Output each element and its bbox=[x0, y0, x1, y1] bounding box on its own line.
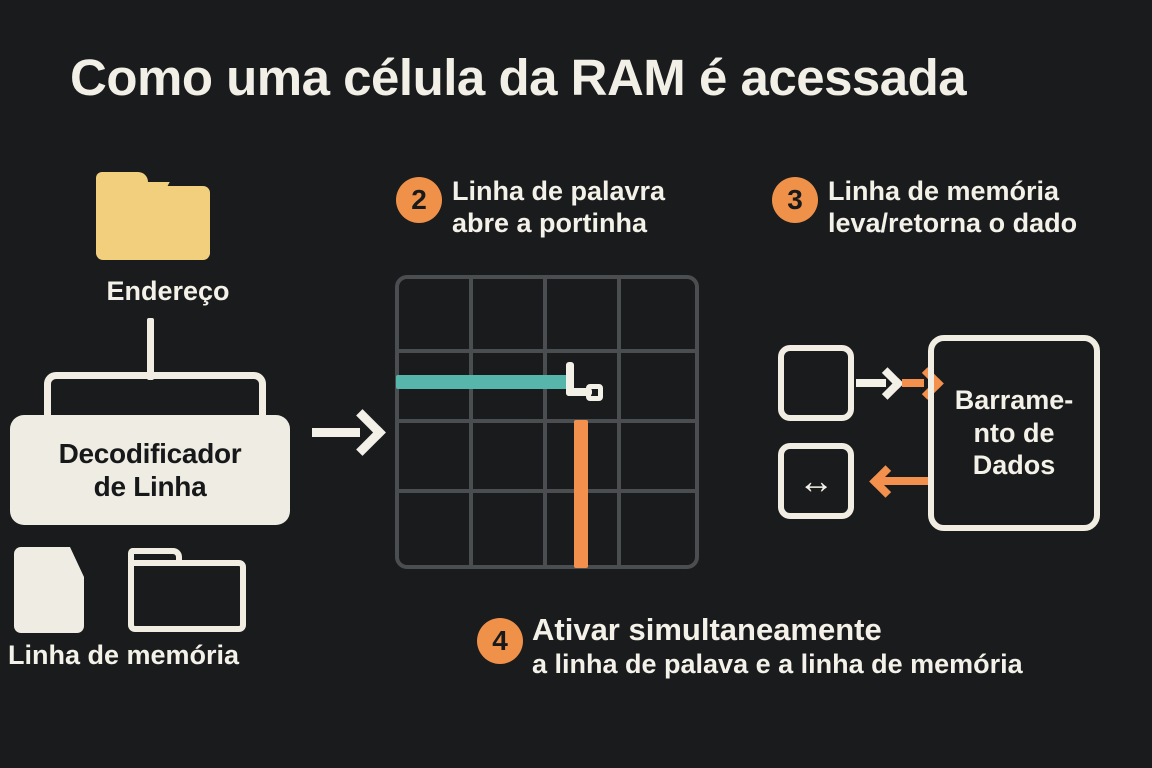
step2-line1: Linha de palavra bbox=[452, 176, 666, 206]
folder-outline-body bbox=[128, 560, 246, 632]
selected-cell-marker-icon bbox=[566, 362, 608, 408]
step3-line2: leva/retorna o dado bbox=[828, 207, 1078, 238]
arrow-shaft bbox=[312, 428, 360, 437]
arrow-shaft bbox=[902, 379, 924, 387]
grid-hline bbox=[399, 489, 695, 493]
memory-row-label: Linha de memória bbox=[8, 640, 240, 670]
arrow-head bbox=[869, 465, 902, 498]
folder-icon-tab bbox=[96, 172, 148, 192]
address-connector-line bbox=[147, 318, 154, 380]
step-caption-4: Ativar simultaneamente a linha de palava… bbox=[532, 612, 1112, 680]
folder-icon bbox=[96, 172, 210, 260]
white-arrow-icon bbox=[856, 367, 904, 400]
step-caption-2: Linha de palavra abre a portinha bbox=[452, 176, 732, 240]
step4-line2: a linha de palava e a linha de memória bbox=[532, 648, 1023, 679]
memory-cell-grid bbox=[395, 275, 699, 569]
word-line bbox=[396, 375, 568, 389]
bus-label-line1: Barrame- bbox=[954, 385, 1074, 416]
cell-marker-vertical bbox=[566, 362, 574, 396]
page-title: Como uma célula da RAM é acessada bbox=[70, 49, 967, 106]
orange-arrow-icon bbox=[902, 367, 944, 400]
cell-marker-square bbox=[586, 384, 603, 401]
grid-hline bbox=[399, 349, 695, 353]
orange-return-arrow-icon bbox=[862, 465, 932, 498]
decoder-label-line1: Decodificador bbox=[58, 437, 242, 469]
data-input-square bbox=[778, 345, 854, 421]
cell-marker-horizontal bbox=[566, 388, 592, 396]
arrow-head bbox=[871, 367, 904, 400]
bit-line bbox=[574, 420, 588, 568]
grid-hline bbox=[399, 419, 695, 423]
bus-label-line3: Dados bbox=[972, 450, 1056, 481]
bidirectional-square: ↔ bbox=[778, 443, 854, 519]
arrow-shaft bbox=[856, 379, 886, 387]
folder-outline-icon bbox=[128, 548, 246, 632]
row-decoder-box: Decodificador de Linha bbox=[10, 415, 290, 525]
step2-line2: abre a portinha bbox=[452, 207, 648, 238]
arrow-head bbox=[339, 409, 386, 456]
step-badge-2: 2 bbox=[396, 177, 442, 223]
step3-line1: Linha de memória bbox=[828, 176, 1060, 206]
arrow-shaft bbox=[876, 477, 932, 485]
bus-label-line2: nto de bbox=[973, 417, 1055, 448]
step-badge-3: 3 bbox=[772, 177, 818, 223]
step-badge-4: 4 bbox=[477, 618, 523, 664]
folder-outline-tab bbox=[128, 548, 182, 566]
decoder-bracket bbox=[44, 372, 266, 424]
bidirectional-arrow-icon: ↔ bbox=[798, 460, 834, 501]
step-caption-3: Linha de memória leva/retorna o dado bbox=[828, 176, 1128, 240]
page-icon bbox=[14, 547, 84, 633]
decoder-to-grid-arrow-icon bbox=[312, 404, 386, 460]
step4-line1: Ativar simultaneamente bbox=[532, 612, 882, 647]
folder-icon-body bbox=[96, 186, 210, 260]
decoder-label-line2: de Linha bbox=[93, 471, 207, 502]
address-label: Endereço bbox=[106, 276, 230, 306]
data-bus-box: Barrame- nto de Dados bbox=[928, 335, 1100, 531]
